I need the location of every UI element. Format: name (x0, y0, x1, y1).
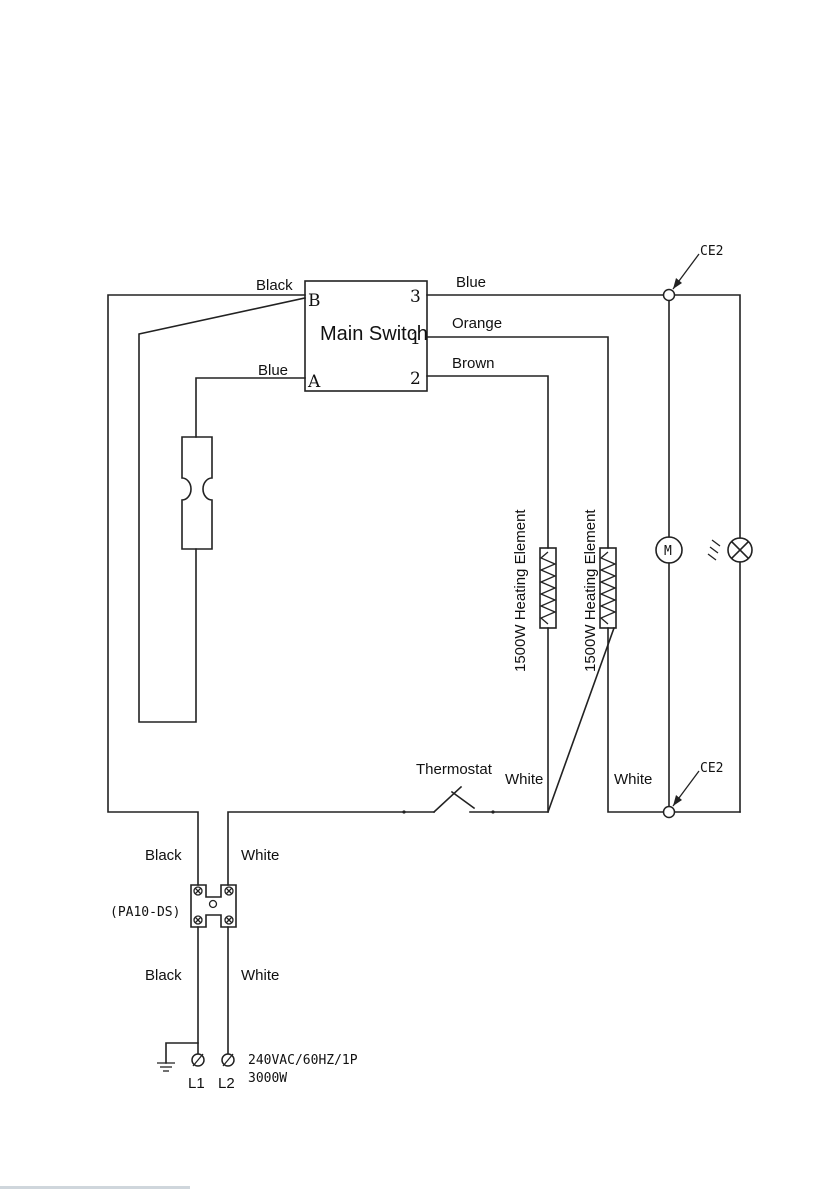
pin-b: B (308, 291, 321, 311)
heater2-icon (600, 548, 616, 628)
fuse-top-wire (196, 378, 305, 437)
pin-a: A (307, 372, 321, 392)
brown-wire (427, 376, 548, 548)
wire-label-white-lower: White (241, 967, 279, 984)
wire-label-black-lower: Black (145, 967, 182, 984)
heater2-label: 1500W Heating Element (582, 509, 599, 672)
motor-label: M (664, 544, 672, 559)
wire-label-black-top: Black (256, 277, 293, 294)
heater2-diagonal-wire (548, 628, 614, 812)
wire-label-black-upper: Black (145, 847, 182, 864)
heater1-icon (540, 548, 556, 628)
pin-1: 1 (410, 329, 421, 349)
l2-terminal-icon (222, 1054, 234, 1066)
pin-3: 3 (410, 287, 421, 307)
lamp-top-wire (674, 295, 740, 538)
l1-label: L1 (188, 1075, 205, 1092)
terminal-block-icon (191, 885, 236, 927)
wire-label-white-right: White (505, 771, 543, 788)
supply-rating: 240VAC/60HZ/1P (248, 1053, 358, 1068)
wire-label-brown: Brown (452, 355, 495, 372)
ce2-top-node (664, 290, 675, 301)
bottom-scroll-bar (0, 1186, 190, 1189)
ce2-bottom-node (664, 807, 675, 818)
wire-label-white-upper: White (241, 847, 279, 864)
lamp-icon (708, 538, 752, 562)
pin-2: 2 (410, 369, 421, 389)
ground-icon (157, 1043, 198, 1071)
wire-label-white-far-right: White (614, 771, 652, 788)
wire-label-orange: Orange (452, 315, 502, 332)
terminal-block-label: (PA10-DS) (110, 905, 180, 920)
l1-terminal-icon (192, 1054, 204, 1066)
ce2-top-label: CE2 (700, 244, 723, 259)
l2-label: L2 (218, 1075, 235, 1092)
wire-label-blue-top: Blue (456, 274, 486, 291)
supply-power: 3000W (248, 1071, 287, 1086)
black-wire (108, 295, 305, 885)
ce2-bottom-label: CE2 (700, 761, 723, 776)
fuse-icon (182, 437, 212, 549)
thermostat-icon (402, 787, 494, 814)
heater1-label: 1500W Heating Element (512, 509, 529, 672)
thermostat-label: Thermostat (416, 761, 493, 778)
wire-label-blue-left: Blue (258, 362, 288, 379)
